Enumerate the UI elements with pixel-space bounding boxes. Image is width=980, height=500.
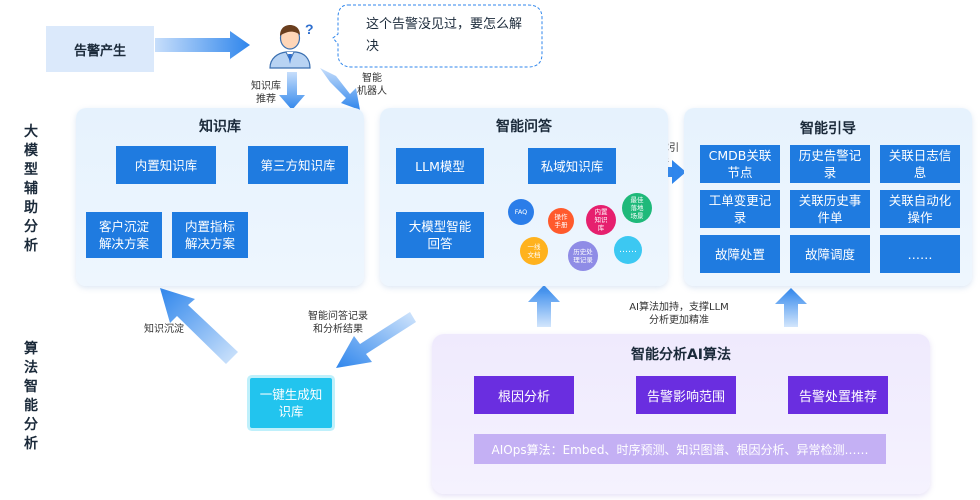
svg-text:?: ? <box>305 21 314 37</box>
alarm-label: 告警产生 <box>73 43 126 59</box>
note-ai-support: AI算法加持，支撑LLM 分析更加精准 <box>629 302 729 326</box>
kb-indicator-box: 内置指标 解决方案 <box>172 212 248 258</box>
qa-bubble-history-record: 历史处 理记录 <box>568 241 598 271</box>
algo-impact-box: 告警影响范围 <box>636 376 736 414</box>
kb-title: 知识库 <box>199 119 241 135</box>
qa-answer-box: 大模型智能 回答 <box>396 212 484 258</box>
alarm-box: 告警产生 <box>46 26 154 72</box>
kb-customer-box: 客户沉淀 解决方案 <box>86 212 162 258</box>
algo-title: 智能分析AI算法 <box>630 347 732 363</box>
qa-bubble-builtin-kb: 内置 知识 库 <box>586 205 616 235</box>
arrow-alarm-to-person <box>155 31 250 59</box>
note-qa-records: 智能问答记录 和分析结果 <box>308 311 368 335</box>
algo-root-cause-box: 根因分析 <box>474 376 574 414</box>
note-kb-recommend: 知识库 推荐 <box>251 81 281 105</box>
kb-third-party-box: 第三方知识库 <box>248 146 348 184</box>
guide-item-more: …… <box>880 235 960 273</box>
arrow-generate-to-kb <box>160 288 238 364</box>
qa-bubble-more: …… <box>614 236 642 264</box>
qa-bubble-best-scenario: 最佳 落地 场景 <box>622 193 652 223</box>
guide-item-fault-handle: 故障处置 <box>700 235 780 273</box>
qa-llm-box: LLM模型 <box>396 148 484 184</box>
side-label-llm: 大模型辅助分析 <box>24 124 38 254</box>
qa-private-kb-box: 私域知识库 <box>528 148 616 184</box>
arrow-algo-to-guide <box>775 288 807 327</box>
guide-item-fault-dispatch: 故障调度 <box>790 235 870 273</box>
arrow-person-to-kb <box>279 72 305 110</box>
guide-item-log-info: 关联日志信 息 <box>880 145 960 183</box>
guide-item-history-alarm: 历史告警记 录 <box>790 145 870 183</box>
person-icon: ? <box>269 21 314 69</box>
speech-text: 这个告警没见过，要怎么解决 <box>366 17 523 54</box>
kb-builtin-box: 内置知识库 <box>116 146 216 184</box>
qa-bubble-frontline-doc: 一线 文档 <box>520 237 548 265</box>
guide-item-cmdb: CMDB关联 节点 <box>700 145 780 183</box>
guide-item-ticket-change: 工单变更记 录 <box>700 190 780 228</box>
qa-bubble-faq: FAQ <box>508 199 534 225</box>
qa-title: 智能问答 <box>496 119 552 135</box>
qa-bubble-manual: 操作 手册 <box>548 208 574 234</box>
note-smart-robot: 智能 机器人 <box>357 73 387 97</box>
arrow-algo-to-qa <box>528 285 560 327</box>
generate-kb-button[interactable]: 一键生成知 识库 <box>250 378 332 428</box>
note-knowledge-sink: 知识沉淀 <box>144 324 184 335</box>
algo-recommend-box: 告警处置推荐 <box>788 376 888 414</box>
kb-panel: 知识库 <box>76 108 364 286</box>
guide-title: 智能引导 <box>800 121 856 137</box>
side-label-algo: 算法智能分析 <box>24 341 38 452</box>
algo-aiops-bar: AIOps算法：Embed、时序预测、知识图谱、根因分析、异常检测…… <box>474 434 886 464</box>
speech-bubble-shape <box>332 4 543 68</box>
arrow-qa-to-guide <box>668 160 686 184</box>
arrow-qa-to-generate <box>336 312 416 368</box>
algo-panel: 智能分析AI算法 <box>432 334 930 494</box>
guide-item-history-event: 关联历史事 件单 <box>790 190 870 228</box>
guide-item-automation: 关联自动化 操作 <box>880 190 960 228</box>
arrow-person-to-qa <box>320 68 360 110</box>
